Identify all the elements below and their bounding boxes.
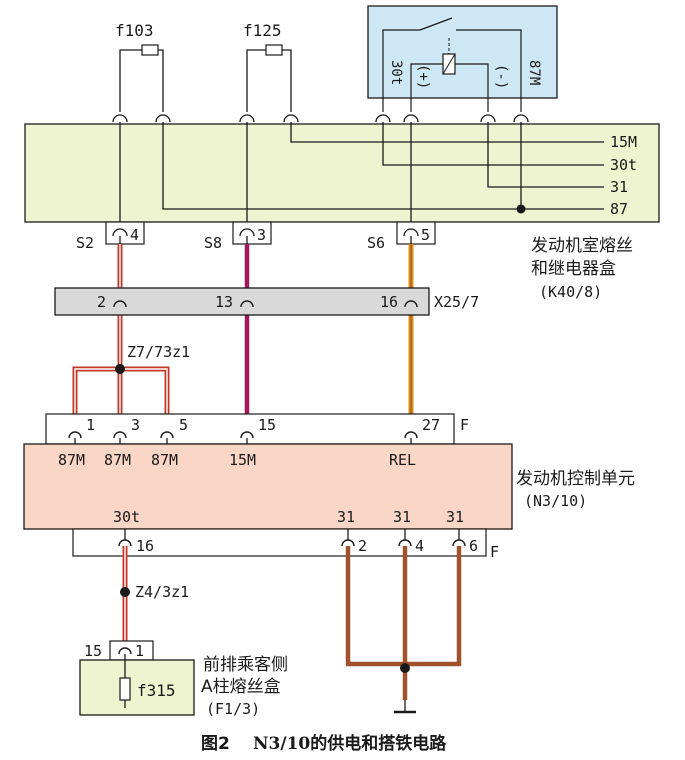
k40-bus-87: 87 bbox=[610, 200, 628, 218]
f1-pin-15: 15 bbox=[84, 642, 102, 660]
k40-pin-label-s2: S2 bbox=[76, 234, 94, 252]
ecu-code: (N3/10) bbox=[524, 492, 587, 510]
fuse-f103: f103 bbox=[115, 21, 164, 112]
ecu-top-pin-15: 15 bbox=[258, 416, 276, 434]
k40-bus-30t: 30t bbox=[610, 156, 637, 174]
ecu-connector-top-housing bbox=[45, 413, 455, 445]
fuse-f125-symbol bbox=[265, 44, 283, 56]
k40-pin-tab-s2 bbox=[105, 221, 145, 245]
relay-housing bbox=[367, 5, 558, 99]
ecu-signal-87m-1: 87M bbox=[58, 451, 85, 469]
k40-code: (K40/8) bbox=[539, 283, 602, 301]
ecu-signal-87m-2: 87M bbox=[104, 451, 131, 469]
ecu-top-connector-label: F bbox=[460, 416, 469, 434]
ecu-top-pin-5: 5 bbox=[179, 416, 188, 434]
k40-name-line1: 发动机室熔丝 bbox=[531, 236, 633, 256]
ecu-bottom-pin-4: 4 bbox=[415, 537, 424, 555]
splice-z4-dot bbox=[120, 587, 130, 597]
ecu-top-pin-3: 3 bbox=[131, 416, 140, 434]
ecu-bottom-pin-16: 16 bbox=[136, 537, 154, 555]
splice-z7: Z7/73z1 bbox=[72, 343, 190, 432]
ecu-bottom-connector-label: F bbox=[490, 543, 499, 561]
x25-housing bbox=[54, 287, 430, 316]
ecu-connector-bottom-housing bbox=[72, 528, 487, 557]
fuse-f125-label: f125 bbox=[243, 21, 282, 40]
k40-bus-31: 31 bbox=[610, 178, 628, 196]
k40-pin-number-s2: 4 bbox=[130, 226, 139, 244]
figure-caption: 图2 N3/10的供电和搭铁电路 bbox=[201, 733, 447, 754]
relay-pin-87m: 87M bbox=[526, 60, 542, 85]
wire-red-30t: Z4/3z1 bbox=[120, 546, 189, 648]
x25-pin-13: 13 bbox=[215, 293, 233, 311]
f1-name-line2: A柱熔丝盒 bbox=[201, 677, 281, 697]
ecu-name: 发动机控制单元 bbox=[516, 469, 635, 489]
caption-figure-number: 图2 bbox=[201, 734, 230, 754]
k40-bus-15m: 15M bbox=[610, 133, 637, 151]
ecu-housing bbox=[23, 443, 513, 530]
relay-pin-30t: 30t bbox=[388, 60, 404, 85]
relay-pin-plus: (+) bbox=[415, 64, 431, 89]
ecu-connector-bottom: 16 2 4 6 F bbox=[72, 528, 499, 561]
f1-pin-tab bbox=[109, 640, 154, 661]
ecu-signal-31-a: 31 bbox=[337, 508, 355, 526]
f1-name-line1: 前排乘客侧 bbox=[203, 655, 288, 675]
x25-pin-16: 16 bbox=[380, 293, 398, 311]
f1-housing bbox=[79, 659, 195, 716]
k40-pin-label-s8: S8 bbox=[204, 234, 222, 252]
k40-pin-number-s6: 5 bbox=[421, 226, 430, 244]
k40-pin-label-s6: S6 bbox=[367, 234, 385, 252]
ecu-signal-31-c: 31 bbox=[446, 508, 464, 526]
ground-wires bbox=[345, 546, 462, 714]
x25-connector: 2 13 16 X25/7 bbox=[54, 287, 479, 316]
ecu-signal-15m: 15M bbox=[229, 451, 256, 469]
splice-z4-label: Z4/3z1 bbox=[135, 583, 189, 601]
ecu-top-pin-27: 27 bbox=[422, 416, 440, 434]
fuse-f315-symbol bbox=[119, 677, 131, 701]
f1-pin-1: 1 bbox=[135, 642, 144, 660]
k40-pin-tab-s8 bbox=[232, 221, 272, 245]
relay-pin-minus: (-) bbox=[493, 64, 509, 89]
ecu-top-pin-1: 1 bbox=[86, 416, 95, 434]
ecu-signal-87m-3: 87M bbox=[151, 451, 178, 469]
caption-title: N3/10的供电和搭铁电路 bbox=[253, 733, 447, 754]
k40-junction-dot bbox=[516, 204, 526, 214]
splice-z7-label: Z7/73z1 bbox=[127, 343, 190, 361]
relay-switch-contact bbox=[419, 17, 453, 31]
ecu-signal-30t: 30t bbox=[113, 508, 140, 526]
ground-junction-dot bbox=[400, 663, 410, 673]
ecu: 87M 87M 87M 15M REL 30t 31 31 31 发动机控制单元… bbox=[23, 443, 635, 530]
ecu-connector-top: 1 3 5 15 27 F bbox=[45, 413, 469, 445]
fuse-f125: f125 bbox=[243, 21, 292, 112]
splice-z7-dot bbox=[115, 364, 125, 374]
ecu-signal-31-b: 31 bbox=[393, 508, 411, 526]
x25-name: X25/7 bbox=[434, 293, 479, 311]
k40-housing bbox=[24, 123, 660, 223]
fuse-f103-symbol bbox=[141, 44, 159, 56]
k40-pin-tab-s6 bbox=[396, 221, 436, 245]
f1-fuse-box: 15 1 f315 前排乘客侧 A柱熔丝盒 (F1/3) bbox=[79, 640, 288, 718]
fuse-f103-label: f103 bbox=[115, 21, 154, 40]
f1-code: (F1/3) bbox=[206, 700, 260, 718]
k40-pin-number-s8: 3 bbox=[257, 226, 266, 244]
k40-fuse-relay-box: 15M 30t 31 87 4 3 5 S2 S8 S6 发动机室熔丝 和继电器… bbox=[24, 114, 660, 301]
k40-name-line2: 和继电器盒 bbox=[531, 259, 616, 279]
fuse-f315-label: f315 bbox=[137, 681, 176, 700]
x25-pin-2: 2 bbox=[97, 293, 106, 311]
relay: 30t (+) (-) 87M bbox=[367, 5, 558, 112]
ecu-bottom-pin-6: 6 bbox=[469, 537, 478, 555]
ecu-signal-rel: REL bbox=[389, 451, 416, 469]
ecu-bottom-pin-2: 2 bbox=[358, 537, 367, 555]
